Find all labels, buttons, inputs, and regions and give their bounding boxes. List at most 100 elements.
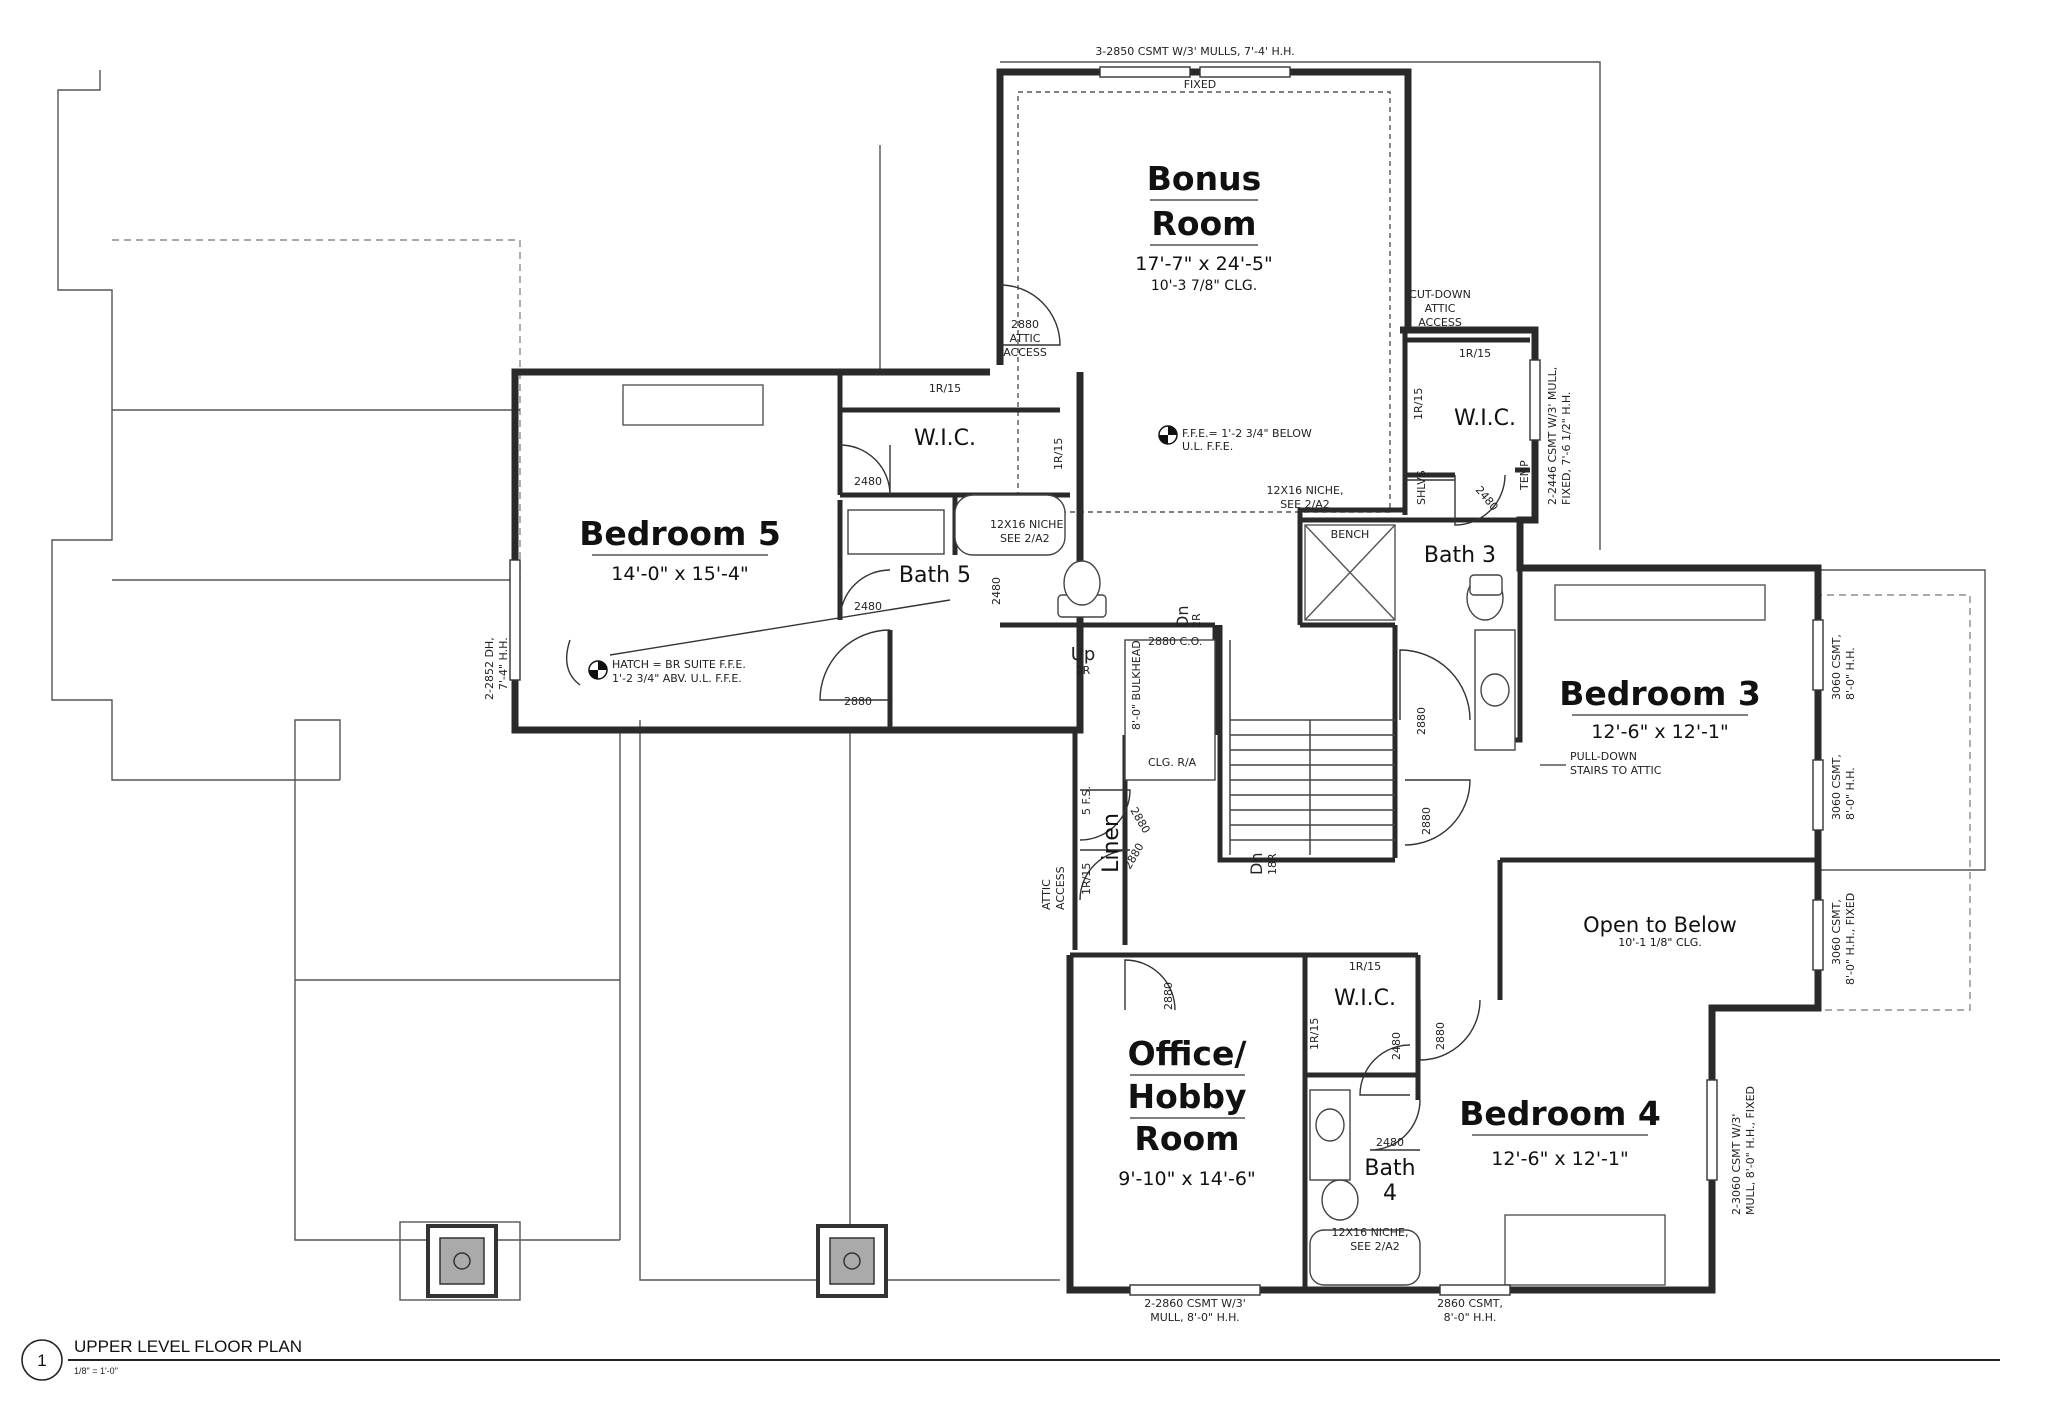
note-office-window-b: MULL, 8'-0" H.H. xyxy=(1150,1311,1240,1324)
note-niche-bath4-b: SEE 2/A2 xyxy=(1350,1240,1400,1253)
note-open-window-b: 8'-0" H.H., FIXED xyxy=(1844,893,1857,985)
note-ffe-1: F.F.E.= 1'-2 3/4" BELOW xyxy=(1182,427,1312,440)
bedroom3-dims: 12'-6" x 12'-1" xyxy=(1591,721,1729,743)
note-ir15-a: 1R/15 xyxy=(1080,863,1093,895)
bath3-label: Bath 3 xyxy=(1424,543,1496,568)
door-2880-linen-a: 2880 xyxy=(1127,805,1152,836)
note-bed4-window-b: MULL, 8'-0" H.H., FIXED xyxy=(1744,1086,1757,1215)
door-2480-c: 2480 xyxy=(990,577,1003,605)
fixtures xyxy=(622,384,1766,1286)
office-name-3: Room xyxy=(1134,1119,1239,1158)
bonus-room-name-2: Room xyxy=(1151,204,1256,243)
office-name-1: Office/ xyxy=(1128,1034,1248,1073)
note-bed4-bottom-window-a: 2860 CSMT, xyxy=(1437,1297,1503,1310)
note-left-window-a: 2-2852 DH, xyxy=(483,637,496,700)
note-co-2880: 2880 C.O. xyxy=(1148,635,1202,648)
wic-bath3: W.I.C. xyxy=(1454,406,1516,431)
note-attic-side-a: ATTIC xyxy=(1040,879,1053,910)
note-fixed: FIXED xyxy=(1184,78,1217,91)
bath5-label: Bath 5 xyxy=(899,563,971,588)
note-dn-stair-r: 18R xyxy=(1266,853,1279,875)
note-hatch-2: 1'-2 3/4" ABV. U.L. F.F.E. xyxy=(612,672,742,685)
note-dn-top-r: 2R xyxy=(1190,613,1203,628)
note-niche-bath4-a: 12X16 NICHE, xyxy=(1332,1226,1409,1239)
note-attic-2880-a: 2880 xyxy=(1011,318,1039,331)
door-2880-bed4: 2880 xyxy=(1434,1022,1447,1050)
windows xyxy=(509,66,1824,1296)
door-2880-bed3b: 2880 xyxy=(1420,807,1433,835)
bedroom5-dims: 14'-0" x 15'-4" xyxy=(611,563,749,585)
note-bed4-bottom-window-b: 8'-0" H.H. xyxy=(1444,1311,1497,1324)
note-clg-ra: CLG. R/A xyxy=(1148,756,1197,769)
bedroom4-dims: 12'-6" x 12'-1" xyxy=(1491,1148,1629,1170)
doors xyxy=(819,284,1506,1151)
note-dn-stair: Dn xyxy=(1247,853,1266,875)
door-2880-b5: 2880 xyxy=(844,695,872,708)
door-2480-bath4: 2480 xyxy=(1376,1136,1404,1149)
note-ir15-f: 1R/15 xyxy=(1349,960,1381,973)
note-ir15-b: 1R/15 xyxy=(929,382,961,395)
door-2480-a: 2480 xyxy=(854,475,882,488)
wic-bed5: W.I.C. xyxy=(914,426,976,451)
note-pulldown-a: PULL-DOWN xyxy=(1570,750,1637,763)
note-niche-bath3-b: SEE 2/A2 xyxy=(1280,498,1330,511)
note-5fs: 5 F.S. xyxy=(1080,786,1093,815)
stairs xyxy=(1124,639,1395,855)
drawing-scale: 1/8" = 1'-0" xyxy=(74,1366,118,1376)
note-right-window-a: 2-2446 CSMT W/3' MULL, xyxy=(1546,367,1559,505)
note-open-window-a: 3060 CSMT, xyxy=(1830,899,1843,965)
office-name-2: Hobby xyxy=(1127,1077,1246,1116)
note-ir15-g: 1R/15 xyxy=(1308,1018,1321,1050)
drawing-number: 1 xyxy=(37,1351,46,1370)
note-ir15-d: 1R/15 xyxy=(1459,347,1491,360)
note-bed3-window-1b: 8'-0" H.H. xyxy=(1844,647,1857,700)
note-pulldown-b: STAIRS TO ATTIC xyxy=(1570,764,1662,777)
door-2480-b: 2480 xyxy=(854,600,882,613)
open-below-ceiling: 10'-1 1/8" CLG. xyxy=(1618,936,1702,949)
note-niche-bath5-a: 12X16 NICHE xyxy=(990,518,1063,531)
door-2880-office: 2880 xyxy=(1162,982,1175,1010)
door-2880-bed3a: 2880 xyxy=(1415,707,1428,735)
office-dims: 9'-10" x 14'-6" xyxy=(1118,1168,1256,1190)
annotations: 3-2850 CSMT W/3' MULLS, 7'-4' H.H. FIXED… xyxy=(483,45,1857,1324)
note-bed3-window-1a: 3060 CSMT, xyxy=(1830,634,1843,700)
note-dn-top: Dn xyxy=(1173,606,1192,628)
note-niche-bath3-a: 12X16 NICHE, xyxy=(1267,484,1344,497)
bonus-room-ceiling: 10'-3 7/8" CLG. xyxy=(1151,278,1257,294)
note-ffe-2: U.L. F.F.E. xyxy=(1182,440,1233,453)
note-cutdown-a: CUT-DOWN xyxy=(1409,288,1471,301)
open-below-name: Open to Below xyxy=(1583,913,1737,937)
note-top-window: 3-2850 CSMT W/3' MULLS, 7'-4' H.H. xyxy=(1095,45,1294,58)
door-2480-wic4: 2480 xyxy=(1390,1032,1403,1060)
room-labels: Bonus Room 17'-7" x 24'-5" 10'-3 7/8" CL… xyxy=(579,159,1761,1206)
note-ir15-e: 1R/15 xyxy=(1412,388,1425,420)
note-cutdown-b: ATTIC xyxy=(1425,302,1456,315)
note-niche-bath5-b: SEE 2/A2 xyxy=(1000,532,1050,545)
note-shlvs: SHLVS xyxy=(1415,470,1428,505)
note-up: Up xyxy=(1071,644,1096,665)
bonus-room-name-1: Bonus xyxy=(1147,159,1261,198)
note-bulkhead: 8'-0" BULKHEAD xyxy=(1130,640,1143,730)
note-right-window-b: FIXED, 7'-6 1/2" H.H. xyxy=(1560,392,1573,505)
door-2480-bath3: 2480 xyxy=(1473,484,1501,514)
bonus-room-dims: 17'-7" x 24'-5" xyxy=(1135,253,1273,275)
note-temp: TEMP xyxy=(1518,460,1531,491)
linen-label: Linen xyxy=(1099,813,1124,873)
note-attic-2880-c: ACCESS xyxy=(1003,346,1047,359)
note-bed3-window-2a: 3060 CSMT, xyxy=(1830,754,1843,820)
wic-bed4: W.I.C. xyxy=(1334,986,1396,1011)
bedroom4-name: Bedroom 4 xyxy=(1459,1094,1661,1133)
note-attic-side-b: ACCESS xyxy=(1054,866,1067,910)
note-left-window-b: 7'-4" H.H. xyxy=(497,637,510,690)
note-ir15-c: 1R/15 xyxy=(1052,438,1065,470)
bath4-label-2: 4 xyxy=(1383,1181,1397,1206)
elevation-markers xyxy=(566,425,1178,686)
roof-outline-lines xyxy=(51,61,1986,1301)
drawing-title-block: 1 UPPER LEVEL FLOOR PLAN 1/8" = 1'-0" xyxy=(21,1337,2000,1381)
note-attic-2880-b: ATTIC xyxy=(1010,332,1041,345)
drawing-title: UPPER LEVEL FLOOR PLAN xyxy=(74,1337,302,1356)
note-bed3-window-2b: 8'-0" H.H. xyxy=(1844,767,1857,820)
note-cutdown-c: ACCESS xyxy=(1418,316,1462,329)
bath4-label-1: Bath xyxy=(1364,1156,1415,1181)
note-hatch-1: HATCH = BR SUITE F.F.E. xyxy=(612,658,746,671)
